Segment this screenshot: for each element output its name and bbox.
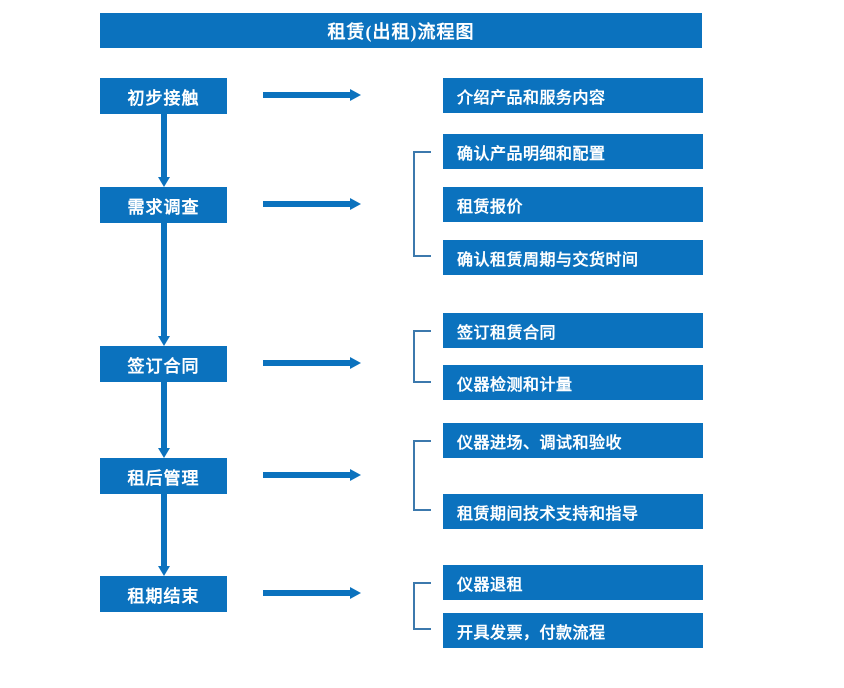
arrow-shaft [161, 114, 167, 177]
arrow-head [158, 448, 170, 458]
arrow-head [158, 336, 170, 346]
arrow-down-icon [158, 114, 170, 187]
arrow-down-icon [158, 382, 170, 458]
stage-box[interactable]: 租期结束 [100, 576, 227, 612]
group-bracket [413, 582, 431, 630]
arrow-head [350, 89, 361, 101]
detail-box[interactable]: 确认租赁周期与交货时间 [443, 240, 703, 275]
arrow-shaft [161, 494, 167, 566]
detail-box[interactable]: 签订租赁合同 [443, 313, 703, 348]
group-bracket [413, 440, 431, 511]
arrow-right-icon [263, 357, 361, 369]
arrow-head [350, 198, 361, 210]
group-bracket [413, 151, 431, 257]
detail-box[interactable]: 仪器退租 [443, 565, 703, 600]
arrow-shaft [161, 223, 167, 336]
arrow-right-icon [263, 89, 361, 101]
page-title: 租赁(出租)流程图 [100, 13, 702, 48]
detail-box[interactable]: 仪器检测和计量 [443, 365, 703, 400]
arrow-down-icon [158, 223, 170, 346]
arrow-shaft [263, 92, 351, 98]
detail-box[interactable]: 租赁期间技术支持和指导 [443, 494, 703, 529]
arrow-head [350, 357, 361, 369]
detail-box[interactable]: 开具发票，付款流程 [443, 613, 703, 648]
arrow-right-icon [263, 198, 361, 210]
stage-box[interactable]: 签订合同 [100, 346, 227, 382]
arrow-shaft [263, 201, 351, 207]
arrow-shaft [263, 360, 351, 366]
detail-box[interactable]: 仪器进场、调试和验收 [443, 423, 703, 458]
arrow-head [158, 566, 170, 576]
arrow-head [158, 177, 170, 187]
stage-box[interactable]: 初步接触 [100, 78, 227, 114]
group-bracket [413, 330, 431, 383]
arrow-head [350, 587, 361, 599]
arrow-shaft [161, 382, 167, 448]
arrow-shaft [263, 472, 351, 478]
stage-box[interactable]: 租后管理 [100, 458, 227, 494]
stage-box[interactable]: 需求调查 [100, 187, 227, 223]
arrow-right-icon [263, 587, 361, 599]
detail-box[interactable]: 租赁报价 [443, 187, 703, 222]
arrow-down-icon [158, 494, 170, 576]
arrow-shaft [263, 590, 351, 596]
arrow-right-icon [263, 469, 361, 481]
detail-box[interactable]: 确认产品明细和配置 [443, 134, 703, 169]
detail-box[interactable]: 介绍产品和服务内容 [443, 78, 703, 113]
arrow-head [350, 469, 361, 481]
